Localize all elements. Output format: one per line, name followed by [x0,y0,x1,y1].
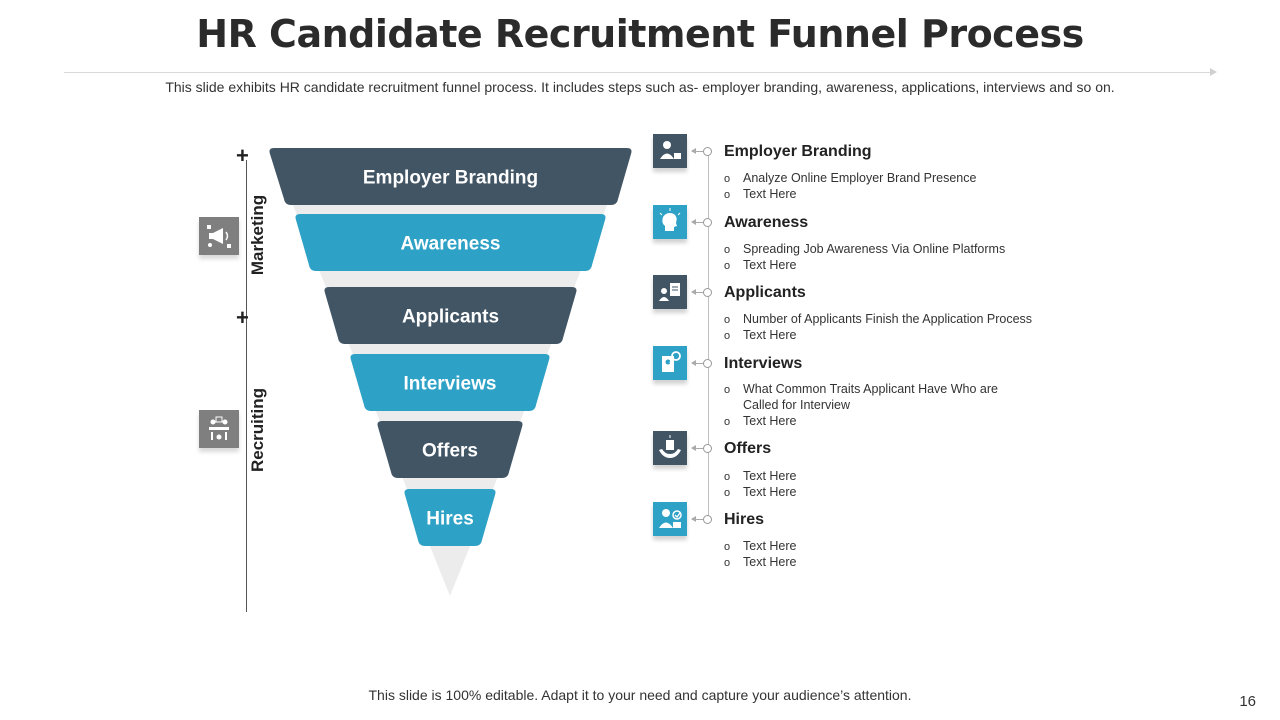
plus-mark-marketing: + [236,143,249,168]
step-bullet-text: Text Here [743,469,797,483]
divider-arrow-icon [1210,68,1217,76]
group-label-marketing: Marketing [248,194,267,276]
step-bullet-text: Spreading Job Awareness Via Online Platf… [743,242,1006,256]
megaphone-icon [199,217,239,255]
funnel-stage-label: Interviews [404,374,497,395]
funnel-stage-applicants [324,287,577,344]
step-title: Applicants [724,284,806,301]
hired-person-icon [653,502,687,536]
hand-offer-icon [653,431,687,465]
step-connector [691,219,703,225]
footer-note: This slide is 100% editable. Adapt it to… [368,687,912,703]
funnel-stage-awareness [295,214,606,271]
title-divider [64,72,1214,73]
step-title: Awareness [724,214,809,231]
step-title: Hires [724,511,765,528]
funnel-stage-employer-branding [269,148,632,205]
timeline-dot [703,444,712,453]
step-bullet-text: Text Here [743,328,797,342]
step-connector [691,516,703,522]
meeting-table-icon [199,410,239,448]
group-label-recruiting: Recruiting [248,387,267,473]
steps-timeline [708,151,709,518]
funnel-stage-hires [404,489,496,546]
funnel-stage-label: Offers [422,441,478,462]
step-bullet-text: Text Here [743,539,797,553]
search-profile-icon [653,346,687,380]
step-bullet-text: Number of Applicants Finish the Applicat… [743,312,1033,326]
step-bullet-text: Text Here [743,555,797,569]
timeline-dot [703,288,712,297]
idea-head-icon [653,205,687,239]
slide-description: This slide exhibits HR candidate recruit… [165,79,1115,95]
group-axis-line [246,160,247,612]
step-bullet-text: Text Here [743,485,797,499]
employer-badge-icon [653,134,687,168]
step-bullet-text: Text Here [743,187,797,201]
timeline-dot [703,147,712,156]
step-bullet-text: Text Here [743,414,797,428]
step-bullet-text: Text Here [743,258,797,272]
step-connector [691,445,703,451]
step-bullet-text: Analyze Online Employer Brand Presence [743,171,977,185]
funnel-stage-label: Hires [426,509,474,530]
step-bullet-text: What Common Traits Applicant Have Who ar… [743,382,998,412]
step-connector [691,360,703,366]
step-connector [691,148,703,154]
timeline-dot [703,218,712,227]
applicant-document-icon [653,275,687,309]
page-number: 16 [1239,693,1256,710]
funnel-stage-label: Employer Branding [363,168,538,189]
timeline-dot [703,359,712,368]
funnel-stage-label: Applicants [402,307,499,328]
page-title: HR Candidate Recruitment Funnel Process [196,12,1084,56]
plus-mark-recruiting: + [236,305,249,330]
funnel-stage-label: Awareness [401,234,501,255]
step-title: Offers [724,440,772,457]
funnel-stage-offers [377,421,523,478]
step-title: Employer Branding [724,143,872,160]
step-title: Interviews [724,355,803,372]
timeline-dot [703,515,712,524]
step-connector [691,289,703,295]
funnel-stage-interviews [350,354,550,411]
